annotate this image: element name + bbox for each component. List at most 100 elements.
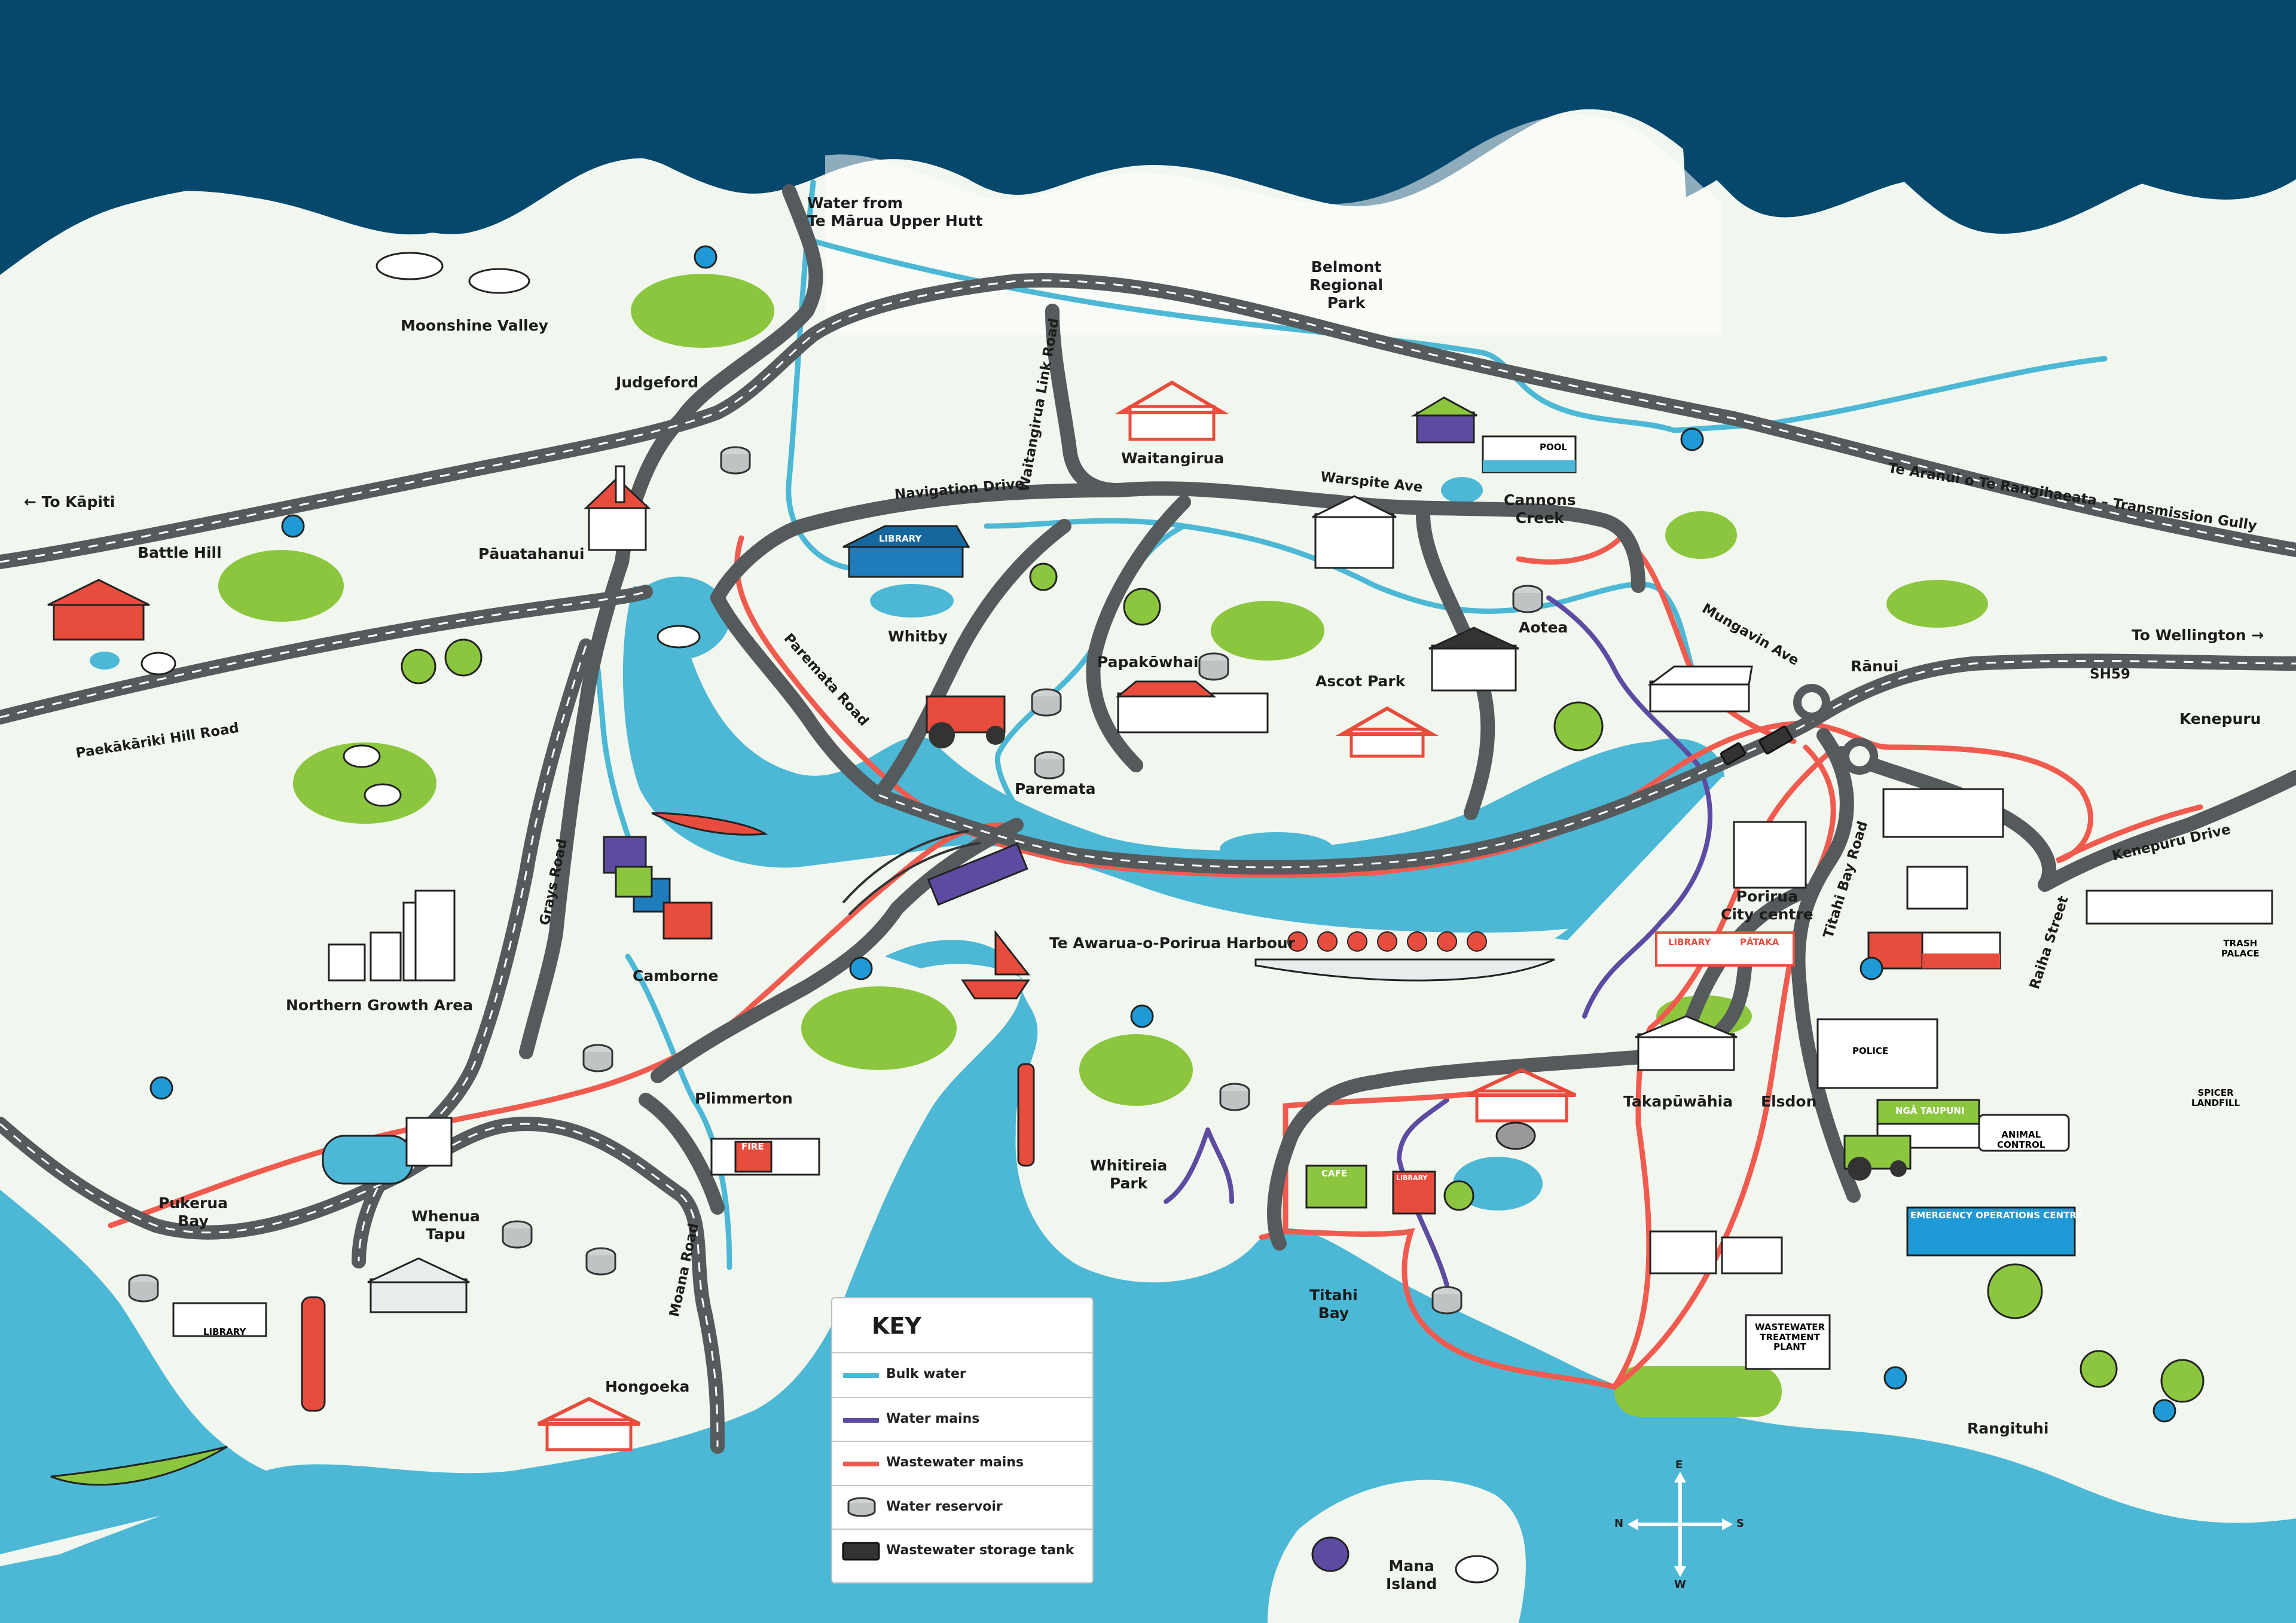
rail-bridge [842, 830, 981, 916]
sign-library-pukerua: LIBRARY [203, 1326, 246, 1337]
label-ranui: Rānui [1851, 658, 1899, 675]
marae-hongoeka [537, 1396, 641, 1451]
reservoir-icon [582, 1044, 613, 1072]
sign-fire: FIRE [741, 1141, 764, 1152]
key-row-bulk-water: Bulk water [832, 1352, 1092, 1396]
reservoir-icon [1512, 585, 1543, 613]
key-label: Wastewater mains [886, 1455, 1024, 1470]
label-to-kapiti: ← To Kāpiti [24, 493, 115, 511]
map-key: KEY Bulk water Water mains Wastewater ma… [831, 1297, 1094, 1584]
label-sh59: SH59 [2090, 667, 2130, 682]
marae-takapuwahia [1467, 1068, 1577, 1123]
key-label: Water reservoir [886, 1499, 1003, 1514]
key-label: Water mains [886, 1411, 980, 1426]
harbour-water [622, 586, 1722, 933]
key-label: Wastewater storage tank [886, 1543, 1074, 1558]
sign-trash-palace: TRASH PALACE [2221, 938, 2260, 959]
label-takapuwahia: Takapūwāhia [1623, 1093, 1733, 1110]
bulk-water-line-icon [843, 1373, 879, 1378]
parks [218, 274, 1988, 1417]
label-rangituhi: Rangituhi [1967, 1420, 2049, 1437]
tractor-green [1843, 1135, 1912, 1181]
label-battle-hill: Battle Hill [138, 544, 222, 561]
mana-island [1268, 1480, 1526, 1623]
pool-building [1482, 435, 1577, 473]
wastewater-mains-line-icon [843, 1462, 879, 1466]
fire-station [710, 1138, 820, 1176]
people [149, 245, 2176, 1423]
marae-waitangirua [1114, 380, 1230, 441]
roundabouts [1793, 684, 1878, 775]
sailboat [961, 930, 1031, 1000]
reservoir-icon [1198, 652, 1229, 681]
pou-carving [301, 1296, 326, 1412]
compass-rose: N S E W [1614, 1459, 1746, 1591]
marae-ascot [1335, 706, 1439, 758]
storage-tank-icon [1758, 725, 1793, 755]
library-pataka [1655, 931, 1795, 967]
police-station [1816, 1018, 1938, 1089]
sign-pataka: PĀTAKA [1740, 937, 1779, 947]
houses-elsdon [1649, 1230, 1783, 1274]
label-paremata: Paremata [1015, 780, 1096, 797]
mana-island-birds [1311, 1536, 1499, 1584]
west-coast-water [0, 1190, 299, 1554]
water-mains-line-icon [843, 1418, 879, 1423]
sheep [141, 652, 402, 807]
key-title: KEY [872, 1313, 921, 1339]
tractor-red [926, 695, 1006, 748]
pou-carving [1017, 1063, 1035, 1167]
reservoir-icon [720, 446, 751, 475]
wastewater-plant-sign [1745, 1314, 1831, 1370]
sign-wastewater-plant: WASTEWATER TREATMENT PLANT [1755, 1322, 1825, 1352]
barn-icon [47, 579, 150, 641]
sign-pool: POOL [1540, 442, 1568, 453]
waka-canoe [1254, 931, 1555, 982]
key-row-storage-tank: Wastewater storage tank [832, 1529, 1092, 1573]
houses-cannons-creek [1410, 396, 1477, 444]
mall-building [1733, 821, 1807, 889]
sign-eoc: EMERGENCY OPERATIONS CENTRE [1910, 1210, 2083, 1221]
houses-kenepuru [1882, 788, 2004, 910]
cafe-building [1305, 1164, 1367, 1209]
storage-tank-icon [1720, 742, 1746, 765]
southeast-land [1292, 777, 2296, 1523]
chapel-whenua-tapu [367, 1257, 470, 1313]
sign-library-whitby: LIBRARY [879, 533, 922, 544]
label-titahi-bay: Titahi Bay [1309, 1286, 1358, 1322]
jet-boat [651, 812, 768, 836]
storage-tank-icon [842, 1542, 880, 1561]
sign-animal-control: ANIMAL CONTROL [1997, 1129, 2045, 1150]
sign-library-city: LIBRARY [1668, 937, 1711, 947]
label-pukerua-bay: Pukerua Bay [158, 1194, 228, 1230]
northern-growth-buildings [328, 890, 456, 982]
kayak [50, 1445, 228, 1486]
animal-control-van [1978, 1114, 2070, 1152]
school-papakowhai [1115, 680, 1269, 733]
label-pauatahanui: Pāuatahanui [478, 545, 585, 563]
key-row-reservoir: Water reservoir [832, 1485, 1092, 1529]
label-water-from-te-marua: Water from Te Mārua Upper Hutt [807, 194, 983, 230]
church-takapuwahia [1635, 1015, 1738, 1071]
label-camborne: Camborne [633, 967, 719, 985]
pukerua-library [172, 1302, 267, 1337]
reservoirs [128, 446, 1543, 1315]
trees [401, 563, 2205, 1403]
label-whenua-tapu: Whenua Tapu [411, 1208, 480, 1243]
label-moonshine-valley: Moonshine Valley [401, 317, 548, 334]
ponds [90, 477, 1543, 1211]
reservoir-icon [1219, 1083, 1250, 1111]
reservoir-icon [847, 1497, 876, 1517]
sign-cafe: CAFE [1321, 1168, 1348, 1179]
label-hongoeka: Hongoeka [605, 1378, 690, 1395]
harbour-channel [0, 940, 2296, 1623]
label-waitangirua: Waitangirua [1121, 450, 1225, 467]
key-row-water-mains: Water mains [832, 1397, 1092, 1441]
sign-library-titahi: LIBRARY [1396, 1174, 1428, 1182]
label-cannons-creek: Cannons Creek [1504, 491, 1576, 527]
pukeko [1495, 1121, 1536, 1150]
label-harbour: Te Awarua-o-Porirua Harbour [1049, 934, 1296, 952]
label-papakowhai: Papakōwhai [1097, 653, 1199, 671]
sky-wave [0, 0, 849, 275]
